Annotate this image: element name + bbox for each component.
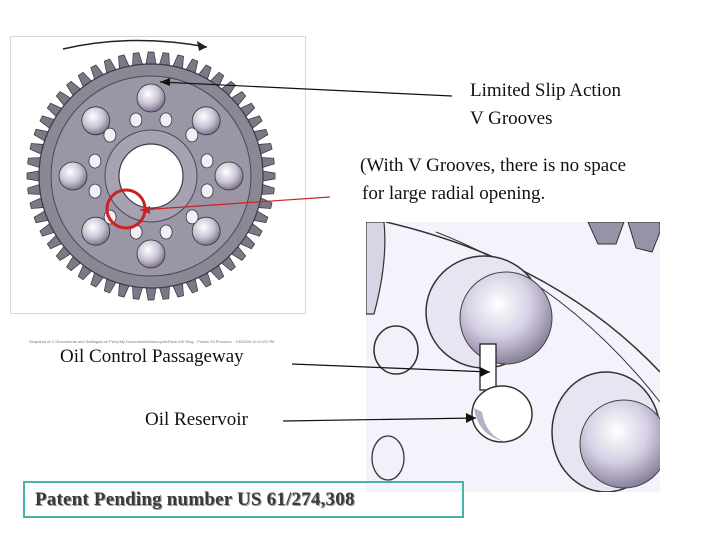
ball-hole	[136, 239, 166, 269]
ball-hole	[191, 216, 221, 246]
small-hole	[159, 112, 173, 128]
small-hole	[103, 127, 117, 143]
ball-hole	[191, 106, 221, 136]
rotation-arrow	[62, 39, 208, 50]
ball-hole	[58, 161, 88, 191]
reservoir-shade	[474, 408, 506, 442]
gear-caption: Snapshot of C:\Documents and Settings\Le…	[29, 339, 275, 344]
small-hole	[373, 325, 419, 375]
ball-hole	[81, 106, 111, 136]
small-hole	[129, 112, 143, 128]
oil-reservoir-label: Oil Reservoir	[145, 409, 248, 430]
oil-reservoir-arrowhead	[466, 413, 476, 423]
small-hole	[185, 127, 199, 143]
red-callout-arrowhead	[140, 206, 150, 214]
small-hole	[185, 209, 199, 225]
oil-reservoir-leader	[282, 417, 477, 422]
small-hole	[200, 153, 214, 169]
small-hole	[200, 183, 214, 199]
v-groove-note-line-1: (With V Grooves, there is no space	[360, 155, 627, 176]
small-hole	[159, 224, 173, 240]
partial-hole	[365, 221, 386, 315]
small-hole	[88, 153, 102, 169]
patent-text: Patent Pending number US 61/274,308	[35, 489, 355, 510]
gear-holes	[58, 83, 244, 269]
oil-control-leader	[291, 363, 491, 373]
rim-arc	[385, 221, 661, 373]
rim-arc	[435, 231, 661, 403]
ball-hole	[81, 216, 111, 246]
zoom-drawing	[365, 221, 669, 493]
ball-hole	[136, 83, 166, 113]
red-callout-leader	[139, 196, 331, 211]
limited-slip-leader	[159, 81, 453, 97]
ball-bearing	[459, 271, 553, 365]
tooth	[587, 221, 625, 245]
v-groove-note-line-2: for large radial opening.	[362, 183, 546, 204]
rotation-arrow-head	[197, 41, 207, 51]
gear-overview-image: Snapshot of C:\Documents and Settings\Le…	[10, 36, 306, 344]
small-hole	[371, 435, 405, 481]
oil-control-label: Oil Control Passageway	[60, 346, 244, 367]
zoom-detail-image	[365, 221, 669, 493]
limited-slip-arrowhead	[160, 78, 170, 86]
small-hole	[88, 183, 102, 199]
limited-slip-label: Limited Slip Action	[470, 80, 621, 101]
tooth	[627, 221, 661, 253]
ball-hole	[214, 161, 244, 191]
patent-box: Patent Pending number US 61/274,308	[23, 481, 464, 518]
v-grooves-label: V Grooves	[470, 108, 553, 129]
oil-control-arrowhead	[480, 367, 490, 377]
gear-drawing	[26, 39, 276, 301]
